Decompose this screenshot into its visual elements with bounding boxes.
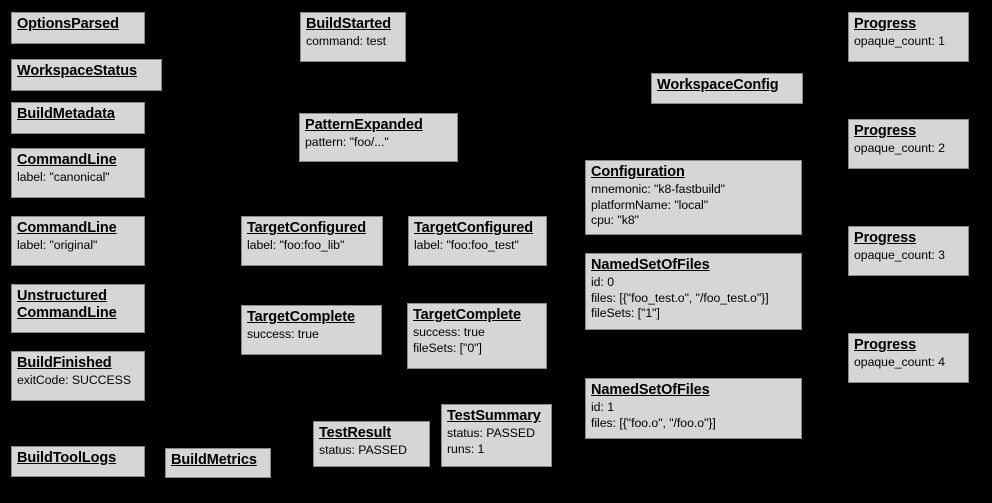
node-fields: pattern: "foo/..." <box>305 135 389 150</box>
node-title: OptionsParsed <box>17 16 119 32</box>
node-title: BuildStarted <box>306 16 392 32</box>
node-fields: id: 0 files: [{"foo_test.o", "/foo_test.… <box>591 275 769 321</box>
node-fields: label: "foo:foo_lib" <box>247 238 345 253</box>
node-target-configured-foo-lib[interactable]: TargetConfigured label: "foo:foo_lib" <box>241 216 383 266</box>
node-title: WorkspaceStatus <box>17 63 137 79</box>
node-build-finished[interactable]: BuildFinished exitCode: SUCCESS <box>11 351 145 401</box>
node-title: NamedSetOfFiles <box>591 257 710 273</box>
node-target-complete-test[interactable]: TargetComplete success: true fileSets: ["… <box>407 303 547 369</box>
node-title: Unstructured CommandLine <box>17 288 117 322</box>
node-title: TargetConfigured <box>414 220 533 236</box>
node-fields: command: test <box>306 34 386 49</box>
node-named-set-of-files-1[interactable]: NamedSetOfFiles id: 1 files: [{"foo.o", "… <box>585 378 802 439</box>
node-fields: success: true <box>247 327 319 342</box>
node-options-parsed[interactable]: OptionsParsed <box>11 12 145 44</box>
node-fields: id: 1 files: [{"foo.o", "/foo.o"}] <box>591 400 716 430</box>
node-fields: label: "foo:foo_test" <box>414 238 519 253</box>
node-build-metrics[interactable]: BuildMetrics <box>165 448 271 478</box>
node-title: Progress <box>854 123 917 139</box>
node-build-metadata[interactable]: BuildMetadata <box>11 102 145 134</box>
node-title: CommandLine <box>17 220 117 236</box>
node-workspace-status[interactable]: WorkspaceStatus <box>11 59 162 91</box>
node-fields: exitCode: SUCCESS <box>17 373 131 388</box>
node-title: BuildMetadata <box>17 106 115 122</box>
node-progress-1[interactable]: Progress opaque_count: 1 <box>848 12 969 62</box>
node-title: BuildMetrics <box>171 452 257 468</box>
node-named-set-of-files-0[interactable]: NamedSetOfFiles id: 0 files: [{"foo_test.… <box>585 253 802 330</box>
node-test-summary[interactable]: TestSummary status: PASSED runs: 1 <box>441 404 552 467</box>
node-title: TargetComplete <box>247 309 355 325</box>
node-title: WorkspaceConfig <box>657 77 779 93</box>
node-command-line-original[interactable]: CommandLine label: "original" <box>11 216 145 266</box>
node-fields: status: PASSED runs: 1 <box>447 426 535 456</box>
node-title: Progress <box>854 230 917 246</box>
node-target-configured-foo-test[interactable]: TargetConfigured label: "foo:foo_test" <box>408 216 547 266</box>
node-workspace-config[interactable]: WorkspaceConfig <box>651 73 803 104</box>
node-progress-4[interactable]: Progress opaque_count: 4 <box>848 333 969 383</box>
node-pattern-expanded[interactable]: PatternExpanded pattern: "foo/..." <box>299 113 458 162</box>
node-title: CommandLine <box>17 152 117 168</box>
node-title: TargetComplete <box>413 307 521 323</box>
node-fields: status: PASSED <box>319 443 407 458</box>
node-title: Configuration <box>591 164 685 180</box>
node-fields: opaque_count: 1 <box>854 34 945 49</box>
node-title: Progress <box>854 16 917 32</box>
node-target-complete-lib[interactable]: TargetComplete success: true <box>241 305 382 355</box>
node-title: TestSummary <box>447 408 541 424</box>
node-title: NamedSetOfFiles <box>591 382 710 398</box>
node-fields: mnemonic: "k8-fastbuild" platformName: "… <box>591 182 725 228</box>
node-progress-2[interactable]: Progress opaque_count: 2 <box>848 119 969 169</box>
node-title: BuildFinished <box>17 355 112 371</box>
node-command-line-canonical[interactable]: CommandLine label: "canonical" <box>11 148 145 198</box>
node-build-started[interactable]: BuildStarted command: test <box>300 12 406 62</box>
node-title: PatternExpanded <box>305 117 423 133</box>
node-fields: label: "original" <box>17 238 98 253</box>
node-fields: label: "canonical" <box>17 170 110 185</box>
node-fields: success: true fileSets: ["0"] <box>413 325 485 355</box>
node-fields: opaque_count: 3 <box>854 248 945 263</box>
node-configuration[interactable]: Configuration mnemonic: "k8-fastbuild" pl… <box>585 160 802 235</box>
node-title: TargetConfigured <box>247 220 366 236</box>
node-build-tool-logs[interactable]: BuildToolLogs <box>11 446 145 477</box>
node-title: BuildToolLogs <box>17 450 117 466</box>
node-fields: opaque_count: 4 <box>854 355 945 370</box>
node-unstructured-command-line[interactable]: Unstructured CommandLine <box>11 284 145 333</box>
node-progress-3[interactable]: Progress opaque_count: 3 <box>848 226 969 276</box>
node-test-result[interactable]: TestResult status: PASSED <box>313 421 430 467</box>
node-title: TestResult <box>319 425 392 441</box>
node-fields: opaque_count: 2 <box>854 141 945 156</box>
node-title: Progress <box>854 337 917 353</box>
